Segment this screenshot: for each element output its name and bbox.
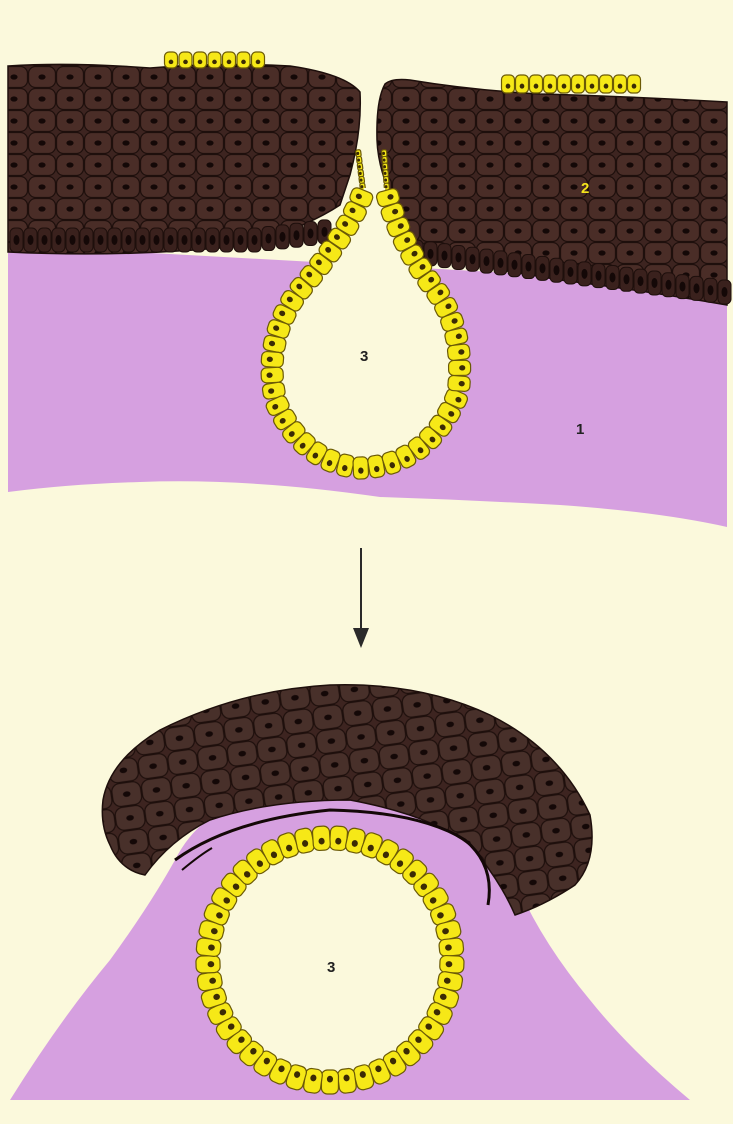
surface-cell bbox=[194, 52, 207, 68]
top-panel: 2 1 3 bbox=[8, 52, 731, 527]
surface-cells-left bbox=[165, 52, 265, 68]
nucleus bbox=[666, 280, 672, 290]
nucleus bbox=[210, 235, 216, 245]
stalk-cell bbox=[382, 156, 388, 163]
nucleus bbox=[722, 287, 728, 297]
surface-cell bbox=[544, 75, 557, 93]
arrow-down-icon bbox=[353, 548, 369, 648]
surface-cell bbox=[237, 52, 250, 68]
nucleus bbox=[680, 282, 686, 292]
nucleus bbox=[554, 265, 560, 275]
label-cavity-top: 3 bbox=[360, 348, 368, 365]
vesicle-cell bbox=[448, 375, 471, 392]
nucleus bbox=[498, 258, 504, 268]
surface-cell bbox=[558, 75, 571, 93]
nucleus bbox=[624, 274, 630, 284]
surface-cell bbox=[586, 75, 599, 93]
vesicle-cell bbox=[447, 344, 470, 361]
stalk-cell bbox=[383, 176, 389, 183]
label-cavity-bottom: 3 bbox=[327, 959, 335, 976]
vesicle-cell bbox=[312, 826, 331, 851]
surface-cell bbox=[179, 52, 192, 68]
nucleus bbox=[610, 272, 616, 282]
vesicle-cell bbox=[261, 367, 284, 383]
vesicle-cell bbox=[337, 1068, 357, 1094]
vesicle-cell bbox=[329, 826, 348, 851]
nucleus bbox=[512, 260, 518, 270]
nucleus bbox=[442, 251, 448, 261]
nucleus bbox=[470, 254, 476, 264]
label-stroma: 1 bbox=[576, 421, 584, 438]
vesicle-cell bbox=[353, 457, 369, 480]
nucleus bbox=[708, 285, 714, 295]
surface-cell bbox=[628, 75, 641, 93]
surface-cell bbox=[502, 75, 515, 93]
nucleus bbox=[308, 229, 314, 239]
surface-cell bbox=[165, 52, 178, 68]
nucleus bbox=[266, 234, 272, 244]
nucleus bbox=[484, 256, 490, 266]
nucleus bbox=[596, 271, 602, 281]
surface-cell bbox=[572, 75, 585, 93]
nucleus bbox=[28, 235, 34, 245]
surface-cell bbox=[530, 75, 543, 93]
vesicle-cell bbox=[197, 971, 224, 992]
vesicle-cell bbox=[261, 351, 284, 368]
surface-cell bbox=[600, 75, 613, 93]
nucleus bbox=[540, 263, 546, 273]
nucleus bbox=[140, 235, 146, 245]
nucleus bbox=[168, 235, 174, 245]
nucleus bbox=[582, 269, 588, 279]
nucleus bbox=[252, 235, 258, 245]
surface-cell bbox=[208, 52, 221, 68]
nucleus bbox=[182, 235, 188, 245]
nucleus bbox=[112, 235, 118, 245]
nucleus bbox=[294, 230, 300, 240]
nucleus bbox=[638, 276, 644, 286]
nucleus bbox=[652, 278, 658, 288]
bottom-panel: 3 bbox=[10, 685, 690, 1100]
nucleus bbox=[526, 262, 532, 272]
nucleus bbox=[126, 235, 132, 245]
stalk-cell bbox=[383, 170, 389, 177]
surface-cell bbox=[516, 75, 529, 93]
surface-cell bbox=[252, 52, 265, 68]
nucleus bbox=[42, 235, 48, 245]
nucleus bbox=[224, 235, 230, 245]
nucleus bbox=[14, 235, 20, 245]
surface-cells-right bbox=[502, 75, 641, 93]
vesicle-cell bbox=[449, 360, 471, 375]
stalk-cell bbox=[382, 163, 388, 170]
vesicle-cell bbox=[440, 955, 465, 973]
vesicle-cell bbox=[439, 938, 465, 957]
surface-cell bbox=[223, 52, 236, 68]
nucleus bbox=[694, 283, 700, 293]
pit-stalk bbox=[356, 150, 390, 191]
nucleus bbox=[456, 252, 462, 262]
nucleus bbox=[154, 235, 160, 245]
label-ectoderm: 2 bbox=[581, 180, 589, 197]
stalk-cell bbox=[381, 150, 387, 157]
vesicle-cell bbox=[321, 1070, 338, 1094]
nucleus bbox=[70, 235, 76, 245]
nucleus bbox=[568, 267, 574, 277]
nucleus bbox=[280, 232, 286, 242]
nucleus bbox=[56, 235, 62, 245]
vesicle-cell bbox=[196, 955, 221, 973]
nucleus bbox=[84, 235, 90, 245]
nucleus bbox=[428, 249, 434, 259]
nucleus bbox=[196, 235, 202, 245]
nucleus bbox=[238, 235, 244, 245]
nucleus bbox=[98, 235, 104, 245]
surface-cell bbox=[614, 75, 627, 93]
nucleus bbox=[322, 227, 328, 237]
